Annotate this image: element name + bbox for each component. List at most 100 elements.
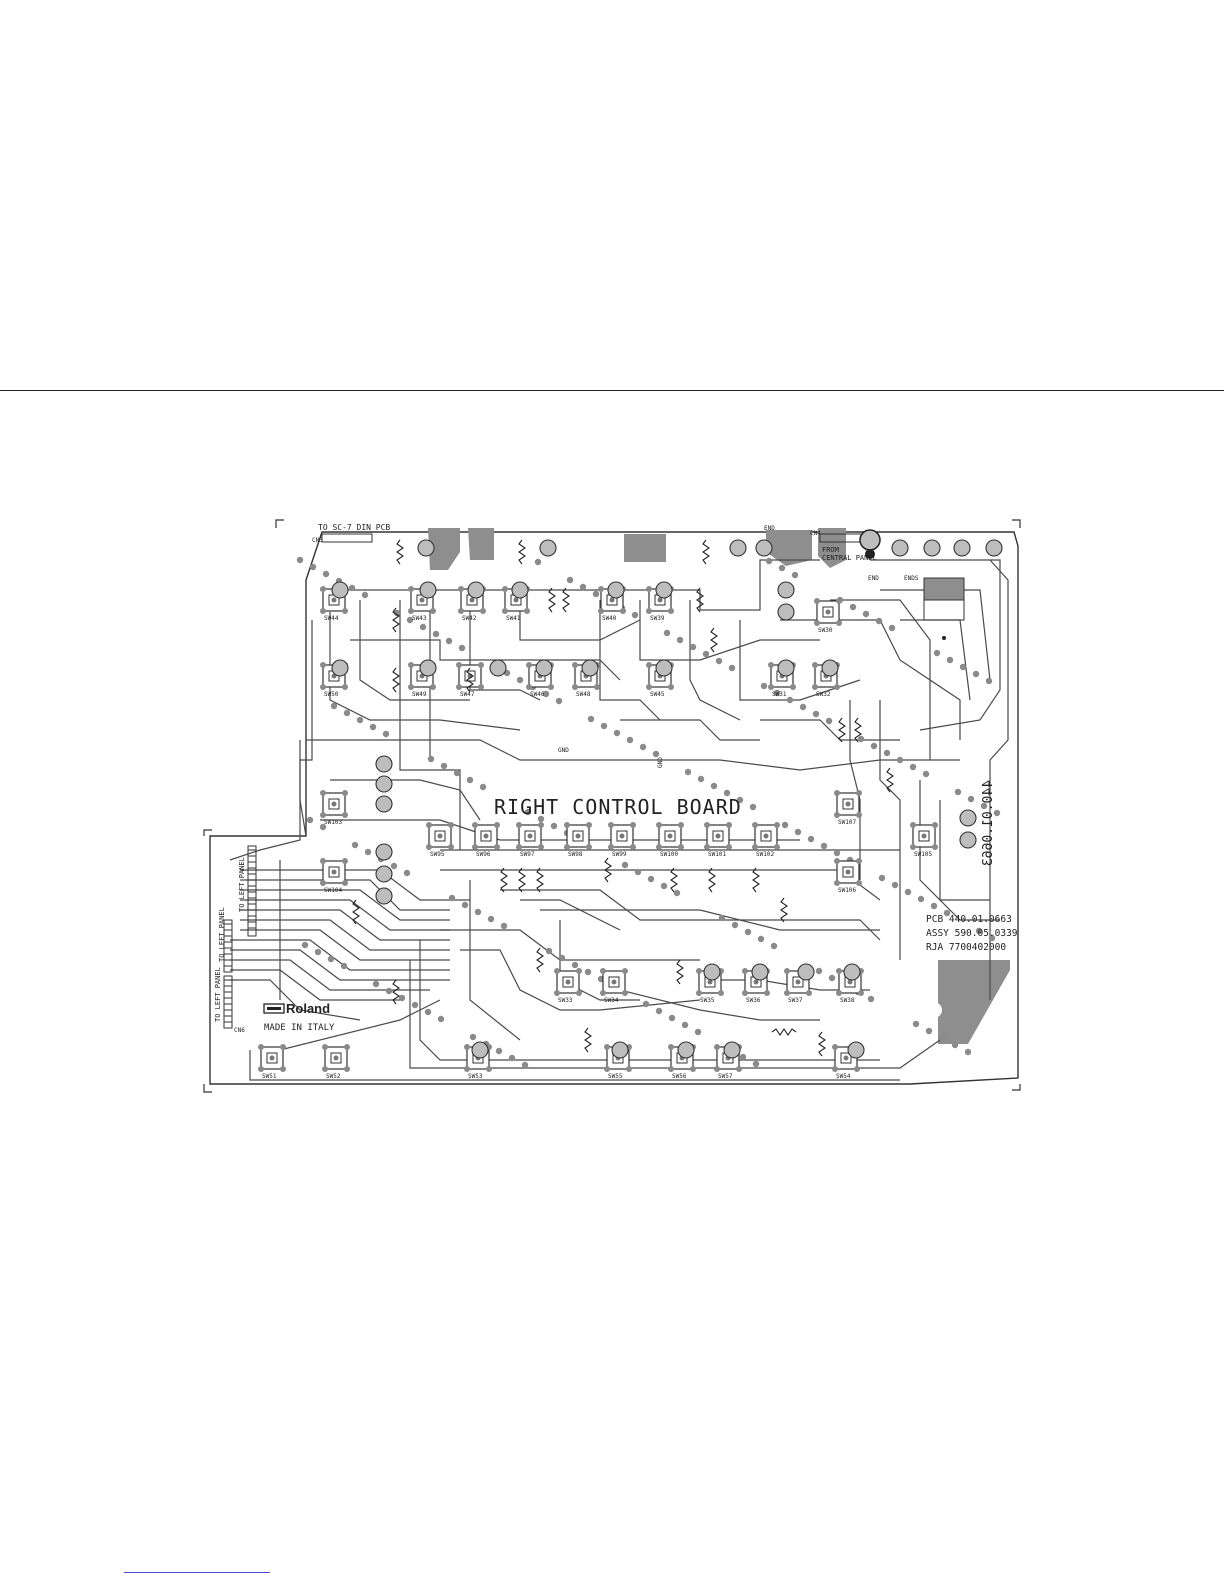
resistor-footprint	[702, 539, 710, 565]
switch-label: SW107	[838, 819, 856, 826]
switch-label: SW53	[468, 1073, 483, 1080]
resistor-footprint	[696, 587, 704, 613]
solder-pad	[891, 881, 899, 889]
resistor-footprint	[392, 607, 400, 633]
switch-label: SW45	[650, 691, 665, 698]
led-footprint	[489, 659, 507, 677]
switch-label: SW47	[460, 691, 475, 698]
solder-pad	[870, 742, 878, 750]
led-footprint	[847, 1041, 865, 1059]
switch-footprint: SW96	[472, 822, 500, 858]
board-title: RIGHT CONTROL BOARD	[494, 795, 742, 819]
resistor-footprint	[604, 857, 612, 883]
label-to-left-panel-3: TO LEFT PANEL	[214, 967, 222, 1022]
switch-label: SW34	[604, 997, 619, 1004]
switch-footprint: SW100	[656, 822, 684, 858]
led-footprint	[375, 843, 393, 861]
solder-pad	[469, 1033, 477, 1041]
led-footprint	[331, 659, 349, 677]
switch-label: SW100	[660, 851, 678, 858]
solder-pad	[812, 710, 820, 718]
solder-pad	[521, 1061, 529, 1069]
switch-footprint: SW102	[752, 822, 780, 858]
resistor-footprint	[396, 539, 404, 565]
solder-pad	[765, 557, 773, 565]
solder-pad	[739, 1053, 747, 1061]
solder-pad	[348, 584, 356, 592]
led-footprint	[611, 1041, 629, 1059]
solder-pad	[440, 762, 448, 770]
solder-pad	[909, 763, 917, 771]
resistor-footprint	[780, 897, 788, 923]
solder-pad	[857, 735, 865, 743]
solder-pad	[631, 611, 639, 619]
switch-label: SW35	[700, 997, 715, 1004]
solder-pad	[770, 942, 778, 950]
resistor-footprint	[584, 1027, 592, 1053]
led-footprint	[777, 603, 795, 621]
solder-pad	[951, 1041, 959, 1049]
solder-pad	[723, 789, 731, 797]
label-cn3: CN3	[312, 537, 323, 544]
solder-pad	[959, 663, 967, 671]
solder-pad	[744, 928, 752, 936]
led-footprint	[375, 865, 393, 883]
solder-pad	[403, 869, 411, 877]
resistor-footprint	[886, 767, 894, 793]
switch-label: SW40	[602, 615, 617, 622]
led-footprint	[777, 659, 795, 677]
solder-pad	[566, 576, 574, 584]
label-cn6: CN6	[234, 1027, 245, 1034]
switch-label: SW101	[708, 851, 726, 858]
switch-label: SW30	[818, 627, 833, 634]
switch-label: SW51	[262, 1073, 277, 1080]
switch-label: SW99	[612, 851, 627, 858]
switch-footprint: SW34	[600, 968, 628, 1004]
resistor-footprint	[854, 717, 862, 743]
solder-pad	[322, 570, 330, 578]
solder-pad	[875, 617, 883, 625]
switch-footprint: SW97	[516, 822, 544, 858]
switch-footprint: SW99	[608, 822, 636, 858]
label-to-left-panel-2: TO LEFT PANEL	[218, 907, 226, 962]
solder-pad	[896, 756, 904, 764]
resistor-footprint	[818, 1031, 826, 1057]
solder-pad	[815, 967, 823, 975]
solder-pad	[621, 861, 629, 869]
led-footprint	[985, 539, 1003, 557]
switch-footprint: SW101	[704, 822, 732, 858]
solder-pad	[351, 841, 359, 849]
led-footprint	[891, 539, 909, 557]
solder-pad	[600, 722, 608, 730]
switch-label: SW39	[650, 615, 665, 622]
led-footprint	[375, 755, 393, 773]
solder-pad	[419, 623, 427, 631]
solder-pad	[458, 644, 466, 652]
led-footprint	[375, 887, 393, 905]
led-footprint	[723, 1041, 741, 1059]
solder-pad	[718, 914, 726, 922]
corner-marks	[203, 519, 1021, 1093]
solder-pad	[791, 571, 799, 579]
solder-pad	[340, 962, 348, 970]
led-footprint	[751, 963, 769, 981]
solder-pad	[448, 894, 456, 902]
solder-pad	[773, 689, 781, 697]
switch-footprint: SW107	[834, 790, 862, 826]
solder-pad	[587, 715, 595, 723]
solder-pad	[330, 702, 338, 710]
solder-pad	[731, 921, 739, 929]
switch-label: SW38	[840, 997, 855, 1004]
label-to-left-panel-1: TO LEFT PANEL	[238, 857, 246, 912]
led-footprint	[471, 1041, 489, 1059]
solder-pad	[534, 558, 542, 566]
switch-footprint: SW105	[910, 822, 938, 858]
solder-pad	[364, 848, 372, 856]
switch-label: SW50	[324, 691, 339, 698]
ground-planes	[428, 528, 1010, 1044]
solder-pad	[474, 908, 482, 916]
solder-pad	[642, 1000, 650, 1008]
label-end-top: END	[764, 525, 775, 532]
